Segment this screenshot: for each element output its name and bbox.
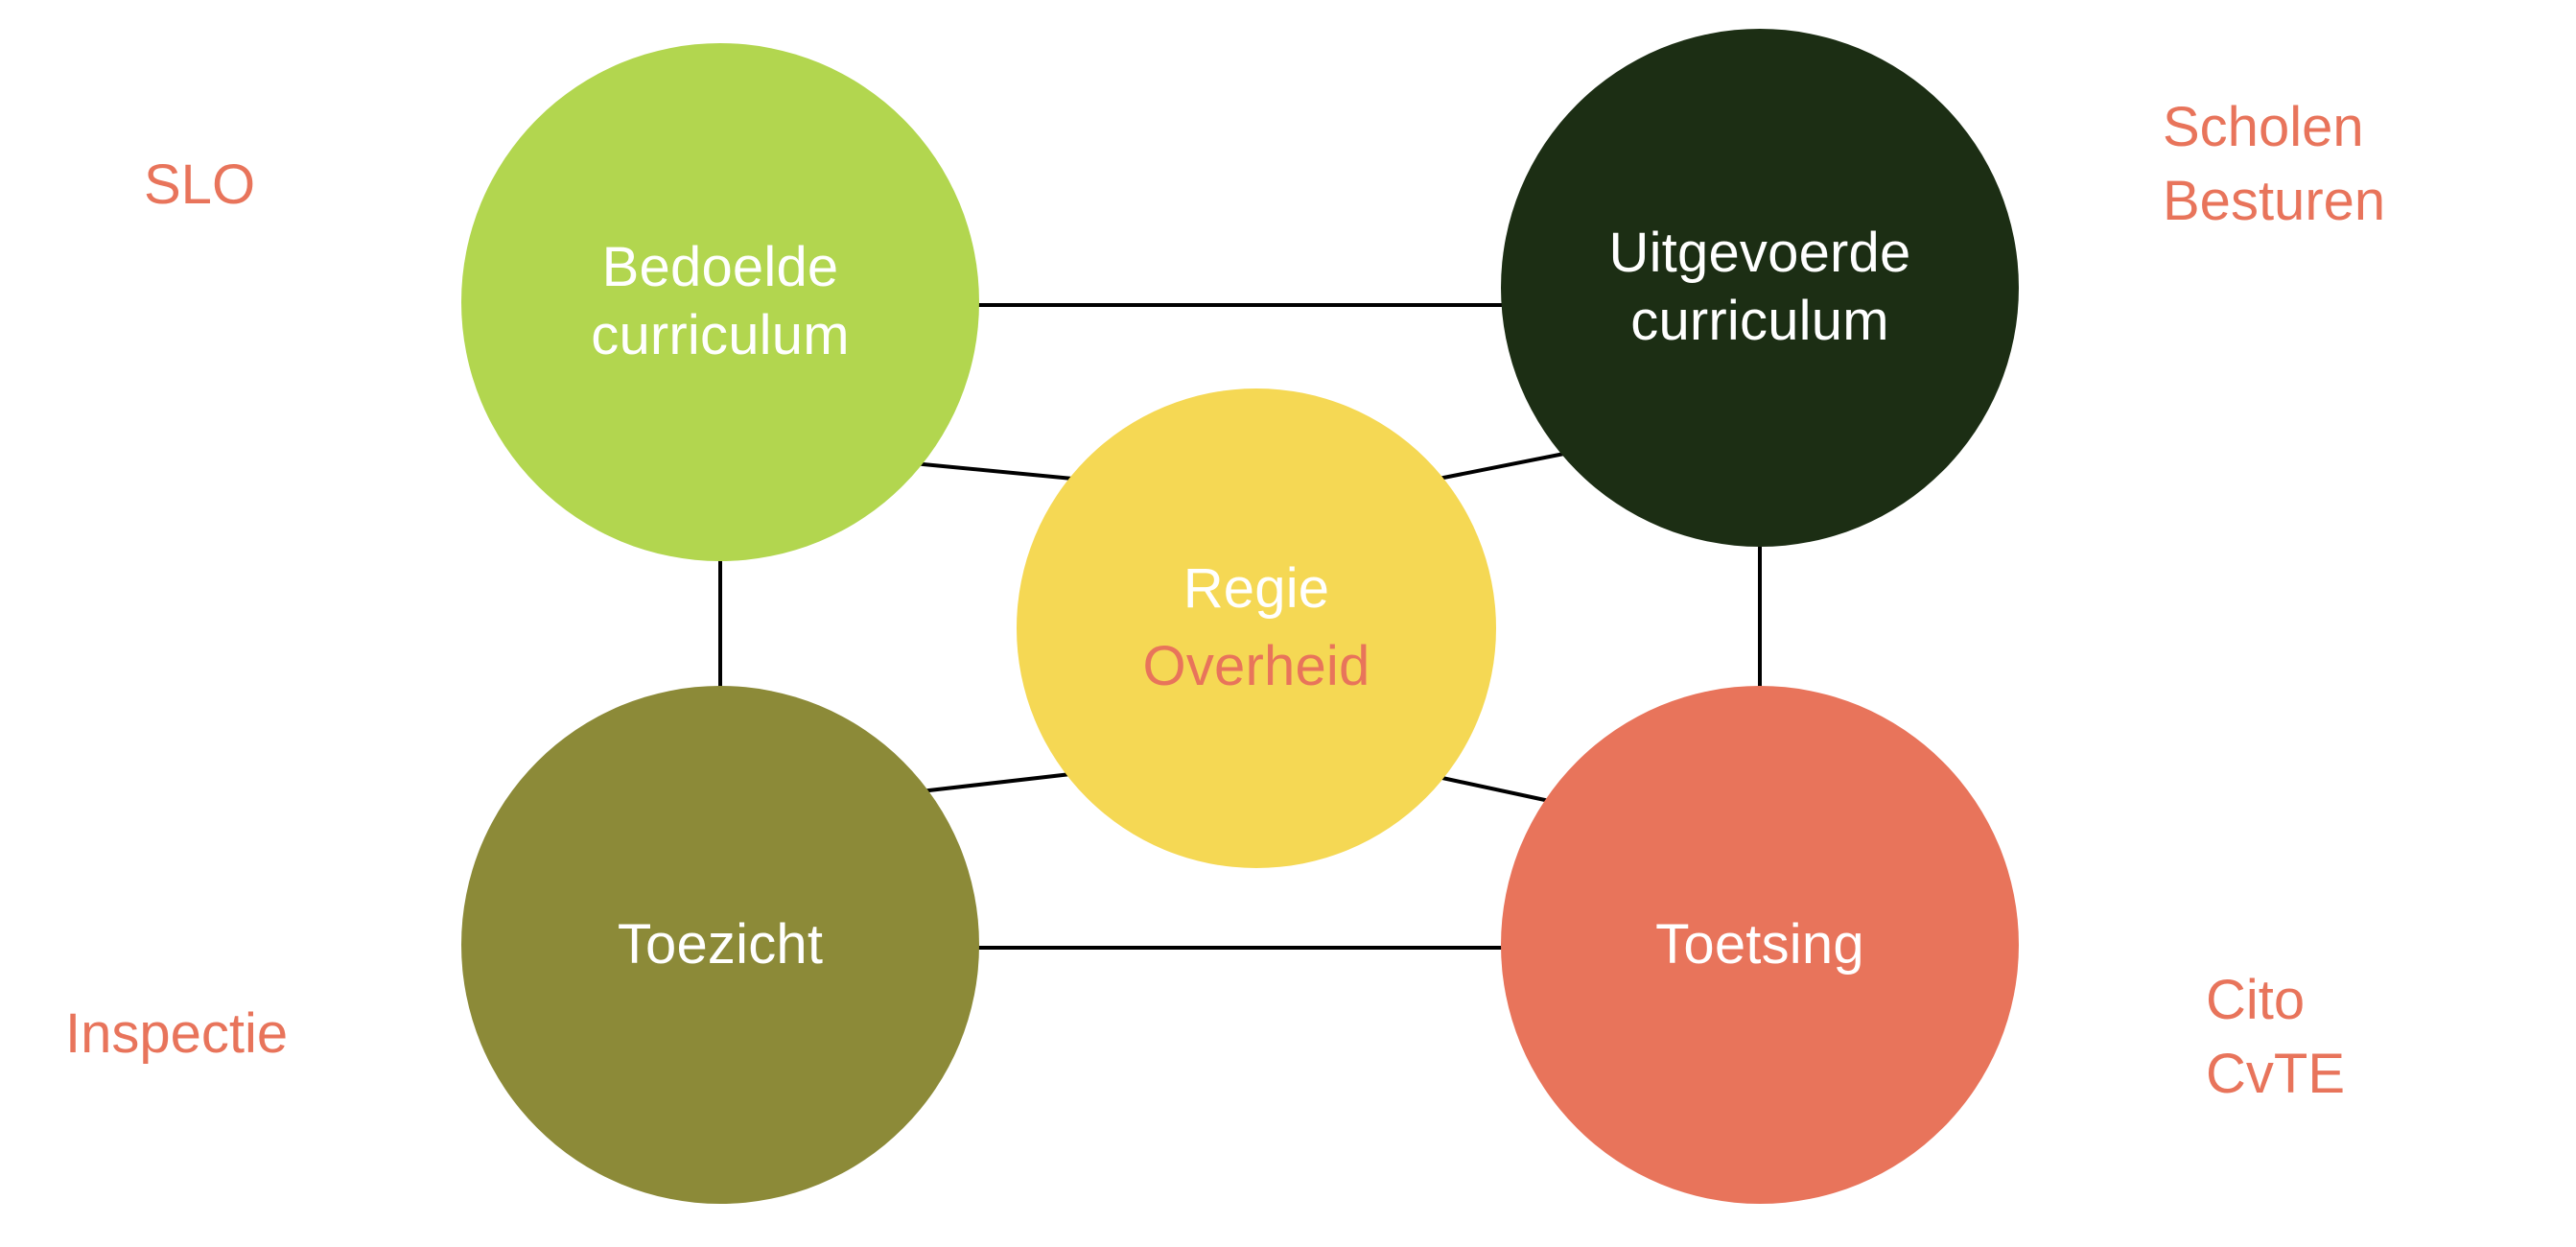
- node-regie-actor-label: Overheid: [1142, 635, 1370, 697]
- edge-uitgevoerde-regie: [1433, 449, 1580, 482]
- node-regie-label: Regie: [1183, 557, 1330, 621]
- label-scholen-besturen: Scholen Besturen: [2163, 91, 2385, 238]
- label-slo: SLO: [144, 149, 255, 223]
- edge-bedoelde-regie: [912, 461, 1084, 482]
- edge-toezicht-regie: [920, 770, 1089, 793]
- label-cito-line2: CvTE: [2206, 1042, 2345, 1105]
- label-inspectie-line1: Inspectie: [65, 1002, 289, 1065]
- node-toezicht[interactable]: Toezicht: [461, 686, 979, 1204]
- label-slo-line1: SLO: [144, 153, 256, 216]
- node-bedoelde-line2: curriculum: [591, 304, 850, 366]
- node-regie-overheid[interactable]: Regie Overheid: [1017, 388, 1496, 868]
- node-uitgevoerde-line1: Uitgevoerde: [1608, 222, 1911, 285]
- node-toetsing[interactable]: Toetsing: [1501, 686, 2019, 1204]
- node-toetsing-label: Toetsing: [1655, 912, 1864, 976]
- label-inspectie: Inspectie: [65, 998, 288, 1071]
- label-scholen-line1: Scholen: [2163, 96, 2364, 158]
- node-toezicht-label: Toezicht: [617, 912, 824, 976]
- node-uitgevoerde-line2: curriculum: [1630, 290, 1889, 352]
- node-bedoelde-curriculum[interactable]: Bedoelde curriculum: [461, 43, 979, 561]
- label-cito-cvte: Cito CvTE: [2206, 964, 2345, 1111]
- label-cito-line1: Cito: [2206, 969, 2306, 1031]
- label-scholen-line2: Besturen: [2163, 169, 2386, 232]
- node-bedoelde-line1: Bedoelde: [601, 236, 839, 299]
- node-uitgevoerde-curriculum[interactable]: Uitgevoerde curriculum: [1501, 29, 2019, 547]
